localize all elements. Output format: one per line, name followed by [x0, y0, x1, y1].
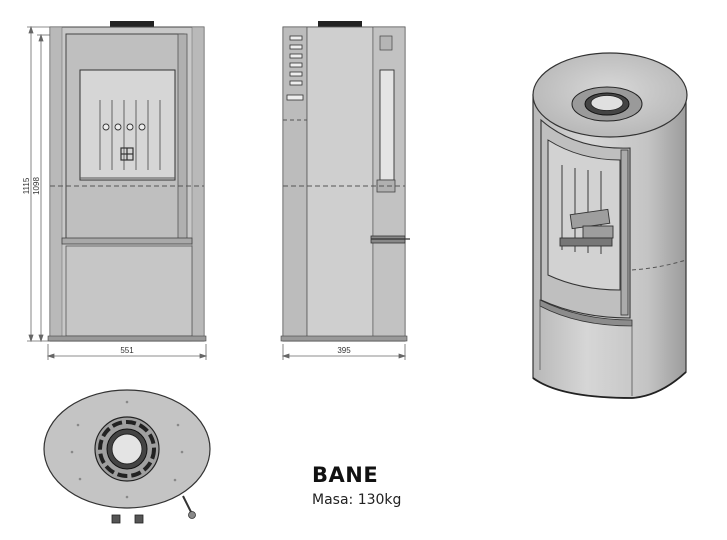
front-flue-collar: [110, 21, 154, 27]
dim-depth-side: 395: [337, 346, 351, 355]
side-depth-dimension: [281, 344, 407, 360]
perspective-logs: [559, 208, 614, 247]
front-view: 1115 1098 551: [22, 21, 208, 360]
front-air-vents: [102, 123, 146, 131]
front-height-dimensions: [27, 25, 50, 343]
dim-height-inner: 1098: [32, 177, 41, 195]
top-surface-dots: [70, 400, 184, 499]
side-view: 395: [280, 21, 410, 360]
perspective-view: [532, 52, 688, 399]
product-mass: Masa: 130kg: [312, 492, 402, 508]
front-lower-door: [65, 245, 193, 337]
dim-height-total: 1115: [22, 177, 31, 194]
top-knobs: [111, 514, 144, 524]
side-flue-collar: [318, 21, 362, 27]
side-central-column: [306, 26, 374, 342]
front-grate: [120, 147, 134, 161]
front-width-dimension: [46, 344, 208, 360]
side-door-handle: [379, 69, 395, 181]
dim-width-front: 551: [120, 346, 134, 355]
top-view: [43, 389, 211, 524]
side-vent-slots: [286, 35, 304, 101]
front-firebox-slats: [99, 100, 161, 170]
product-name: BANE: [312, 463, 379, 487]
